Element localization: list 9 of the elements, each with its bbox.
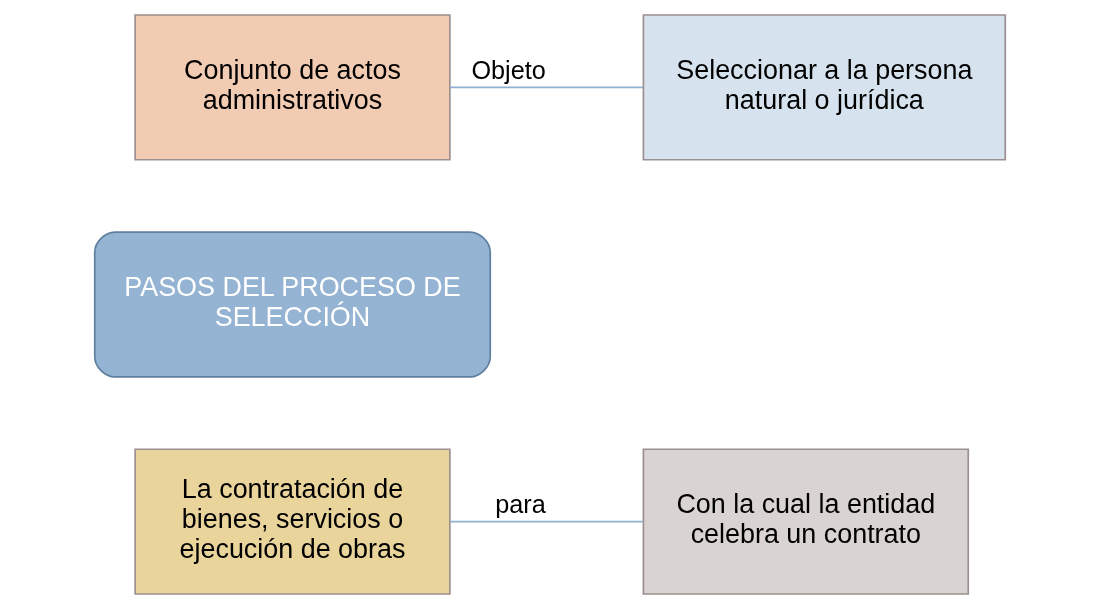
edge-label: para: [495, 490, 546, 519]
node-box: Seleccionar a la persona natural o jurídica: [642, 14, 1007, 161]
node-box: PASOS DEL PROCESO DE SELECCIÓN: [93, 231, 492, 378]
node-box: Con la cual la entidad celebra un contrato: [642, 448, 970, 595]
connector: [449, 520, 645, 523]
node-box: La contratación de bienes, servicios o ejecución de obras: [134, 448, 451, 595]
node-box: Conjunto de actos administrativos: [134, 14, 451, 161]
edge-label: Objeto: [471, 55, 546, 84]
connector: [449, 86, 644, 89]
